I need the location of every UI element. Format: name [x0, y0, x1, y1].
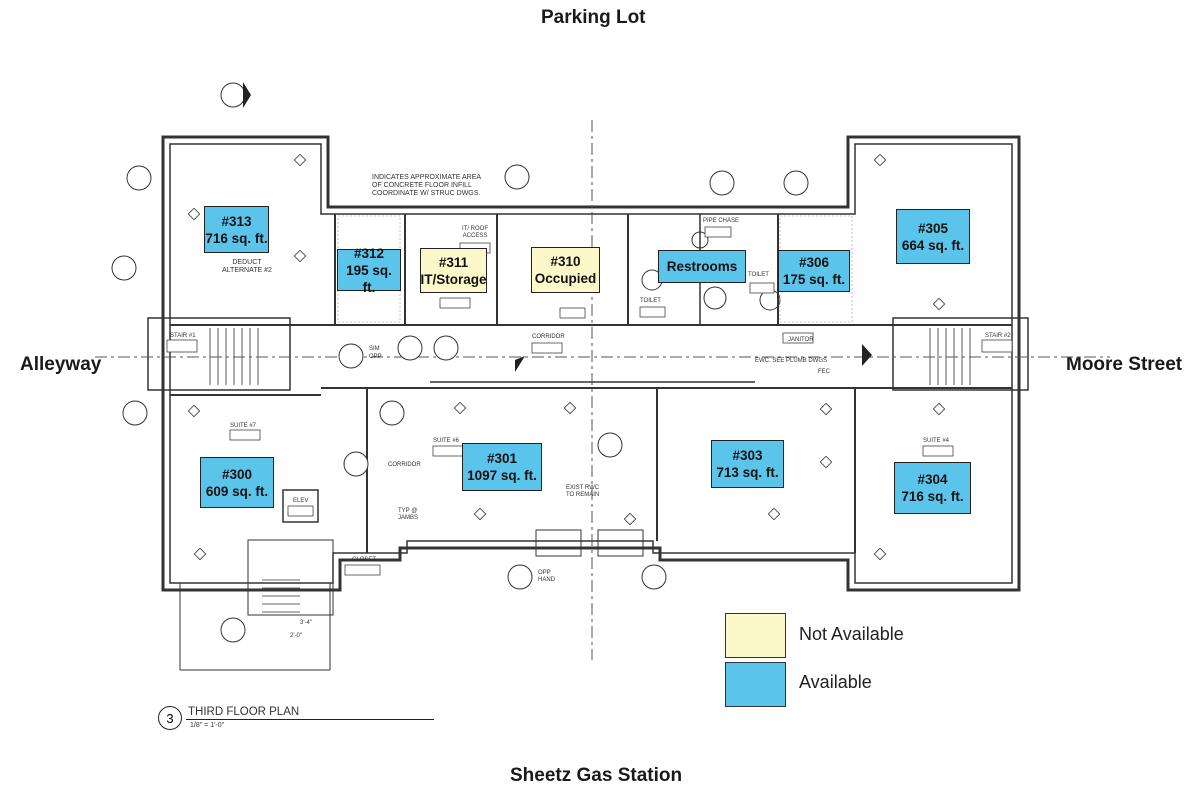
plan-scale: 1/8" = 1'-0" [190, 722, 225, 729]
unit-304-size: 716 sq. ft. [901, 489, 964, 504]
unit-306-size: 175 sq. ft. [782, 272, 846, 287]
fec-note: FEC [818, 369, 830, 375]
pipe-chase-label: PIPE CHASE [703, 218, 740, 224]
deduct-alternate-note: DEDUCT ALTERNATE #2 [222, 259, 272, 275]
plan-title: THIRD FLOOR PLAN [188, 706, 300, 718]
unit-restrooms-label: Restrooms [666, 259, 738, 274]
closet-label: CLOSET [352, 557, 377, 563]
it-roof-line-2: ACCESS [462, 233, 488, 239]
unit-301-size: 1097 sq. ft. [467, 468, 537, 483]
unit-311-number: #311 [438, 254, 469, 270]
exist-rwc-line-2: TO REMAIN [566, 492, 600, 498]
unit-312-size: 195 sq. ft. [346, 262, 392, 295]
legend-swatch-available [725, 662, 786, 707]
legend-label-available: Available [799, 672, 872, 692]
suite4-label: SUITE #4 [923, 438, 950, 444]
toilet-label-2: TOILET [748, 272, 769, 278]
unit-312[interactable]: #312 195 sq. ft. [337, 246, 401, 295]
opp-note: OPP [369, 354, 382, 360]
typ-line-1: TYP @ [398, 508, 418, 514]
deduct-line-2: ALTERNATE #2 [222, 267, 272, 274]
unit-301[interactable]: #301 1097 sq. ft. [462, 443, 542, 491]
unit-306-number: #306 [798, 255, 830, 270]
unit-313[interactable]: #313 716 sq. ft. [204, 206, 269, 253]
elev-label: ELEV [293, 498, 309, 504]
stair2-label: STAIR #2 [985, 333, 1011, 339]
plan-number-circle: 3 [158, 706, 182, 730]
opp-hand-line-1: OPP [538, 570, 551, 576]
exist-rwc-line-1: EXIST RWC [566, 485, 600, 491]
it-roof-label: IT/ ROOF ACCESS [462, 226, 488, 240]
suite7-label: SUITE #7 [230, 423, 257, 429]
toilet-label: TOILET [640, 298, 661, 304]
unit-312-number: #312 [353, 245, 385, 261]
exist-rwc-note: EXIST RWC TO REMAIN [566, 485, 599, 499]
unit-300-size: 609 sq. ft. [205, 483, 269, 499]
unit-305[interactable]: #305 664 sq. ft. [896, 209, 970, 264]
unit-303[interactable]: #303 713 sq. ft. [711, 440, 784, 488]
infill-note-line-3: COORDINATE W/ STRUC DWGS. [372, 190, 481, 197]
legend-swatch-not-available [725, 613, 786, 658]
unit-313-size: 716 sq. ft. [205, 230, 268, 246]
unit-311-size: IT/Storage [420, 271, 487, 287]
unit-310-number: #310 [550, 254, 581, 269]
unit-305-size: 664 sq. ft. [901, 237, 965, 253]
dimension-2: 2'-0" [290, 633, 302, 639]
plan-title-underline [186, 719, 434, 720]
unit-311[interactable]: #311 IT/Storage [420, 248, 487, 293]
unit-303-size: 713 sq. ft. [716, 465, 779, 480]
legend-label-not-available: Not Available [799, 624, 904, 644]
sim-note: SIM [369, 346, 380, 352]
dimension-1: 3'-4" [300, 620, 312, 626]
corridor-label-2: CORRIDOR [388, 462, 421, 468]
unit-306[interactable]: #306 175 sq. ft. [778, 250, 850, 292]
ewc-note: EWC. SEE PLUMB DWGS [755, 358, 828, 364]
unit-310-size: Occupied [534, 271, 597, 286]
opp-hand-note: OPP HAND [538, 570, 555, 584]
stair1-label: STAIR #1 [170, 333, 196, 339]
unit-310[interactable]: #310 Occupied [531, 247, 600, 293]
street-label-north: Parking Lot [541, 7, 646, 28]
infill-note-line-2: OF CONCRETE FLOOR INFILL [372, 182, 472, 189]
unit-300[interactable]: #300 609 sq. ft. [200, 457, 274, 508]
it-roof-line-1: IT/ ROOF [462, 226, 488, 232]
unit-restrooms[interactable]: Restrooms [658, 250, 746, 283]
unit-300-number: #300 [221, 466, 253, 482]
unit-303-number: #303 [732, 448, 763, 463]
unit-305-number: #305 [917, 220, 949, 236]
street-label-east: Moore Street [1066, 354, 1183, 375]
unit-304[interactable]: #304 716 sq. ft. [894, 462, 971, 514]
infill-note-line-1: INDICATES APPROXIMATE AREA [372, 174, 482, 181]
opp-hand-line-2: HAND [538, 577, 556, 583]
suite6-label: SUITE #6 [433, 438, 460, 444]
street-label-south: Sheetz Gas Station [510, 765, 683, 786]
deduct-line-1: DEDUCT [232, 259, 262, 266]
corridor-label: CORRIDOR [532, 334, 565, 340]
unit-301-number: #301 [486, 451, 518, 466]
plan-number: 3 [166, 710, 174, 726]
infill-note: INDICATES APPROXIMATE AREA OF CONCRETE F… [372, 174, 481, 198]
typ-jambs-note: TYP @ JAMBS [398, 508, 418, 522]
unit-304-number: #304 [917, 472, 948, 487]
street-label-west: Alleyway [20, 354, 102, 375]
typ-line-2: JAMBS [398, 515, 419, 521]
unit-313-number: #313 [221, 213, 252, 229]
janitor-label: JANITOR [788, 337, 814, 343]
